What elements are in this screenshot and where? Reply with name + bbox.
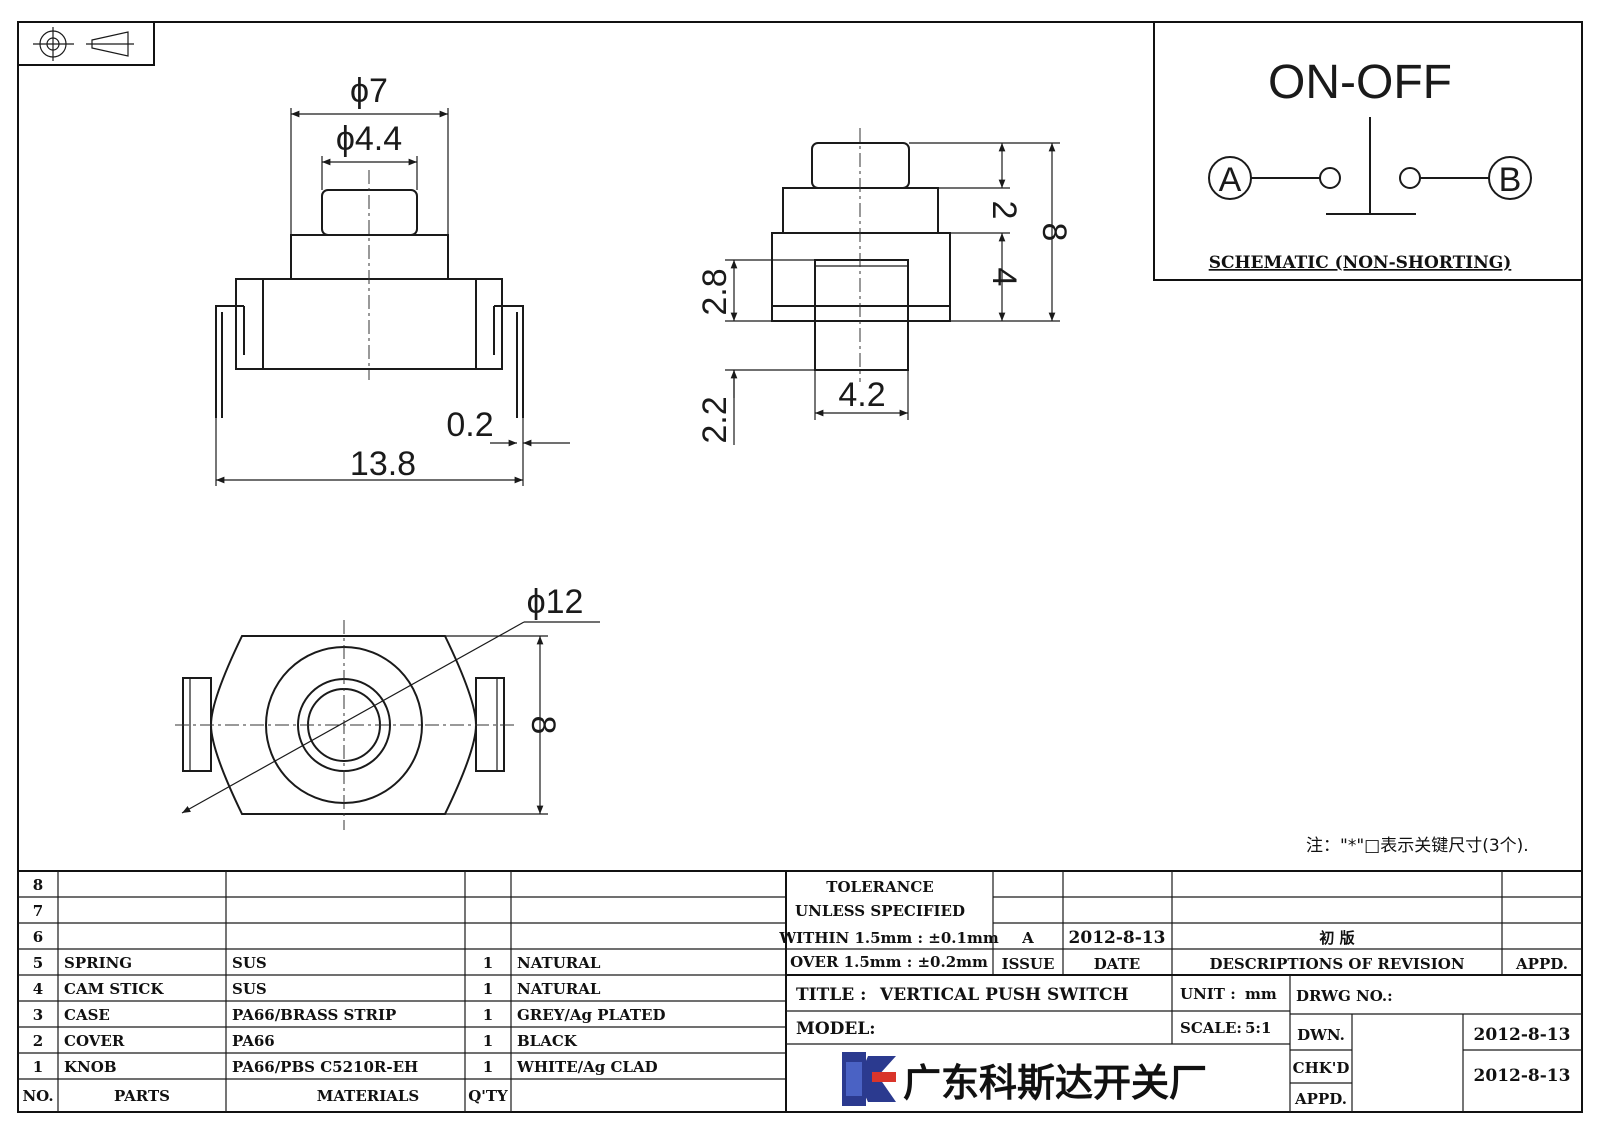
side-dim-4-2: 4.2 xyxy=(838,376,885,414)
side-dim-2-8: 2.8 xyxy=(696,268,734,315)
company-logo-icon xyxy=(842,1052,896,1106)
parts-cell-part: KNOB xyxy=(64,1058,117,1076)
table-row: 4 CAM STICK SUS 1 NATURAL xyxy=(33,980,601,998)
scale-value: 5:1 xyxy=(1245,1019,1271,1037)
drawing-title: VERTICAL PUSH SWITCH xyxy=(879,985,1129,1005)
front-dim-outer-dia: ϕ7 xyxy=(350,72,388,110)
parts-cell-material: PA66/PBS C5210R-EH xyxy=(232,1058,418,1076)
table-row: 1 KNOB PA66/PBS C5210R-EH 1 WHITE/Ag CLAD xyxy=(33,1058,658,1076)
parts-cell-no: 6 xyxy=(33,928,43,946)
schematic-caption: SCHEMATIC (NON-SHORTING) xyxy=(1209,253,1512,273)
model-label: MODEL: xyxy=(796,1019,876,1039)
parts-cell-qty: 1 xyxy=(483,980,493,998)
parts-cell-qty: 1 xyxy=(483,954,493,972)
tolerance-line-3: WITHIN 1.5mm : ±0.1mm xyxy=(778,929,999,947)
title-label: TITLE : xyxy=(796,985,866,1005)
chkd-label: CHK'D xyxy=(1293,1059,1350,1077)
unit-label: UNIT : xyxy=(1180,985,1236,1003)
projection-symbol-icon xyxy=(17,21,155,66)
parts-header-qty: Q'TY xyxy=(468,1087,508,1105)
table-row: 5 SPRING SUS 1 NATURAL xyxy=(33,954,601,972)
parts-cell-no: 3 xyxy=(33,1006,43,1024)
table-row: 2 COVER PA66 1 BLACK xyxy=(33,1032,578,1050)
parts-cell-no: 2 xyxy=(33,1032,43,1050)
parts-header-no: NO. xyxy=(22,1087,53,1105)
parts-cell-finish: BLACK xyxy=(517,1032,578,1050)
front-dim-pin: 0.2 xyxy=(446,406,493,444)
revision-desc-header: DESCRIPTIONS OF REVISION xyxy=(1209,955,1464,973)
tolerance-line-4: OVER 1.5mm : ±0.2mm xyxy=(790,953,988,971)
parts-cell-qty: 1 xyxy=(483,1006,493,1024)
parts-cell-material: SUS xyxy=(232,980,267,998)
parts-cell-part: CASE xyxy=(64,1006,110,1024)
parts-cell-no: 4 xyxy=(33,980,43,998)
parts-cell-material: PA66 xyxy=(232,1032,275,1050)
appd-label: APPD. xyxy=(1294,1090,1347,1108)
tolerance-line-2: UNLESS SPECIFIED xyxy=(795,902,965,920)
parts-cell-part: COVER xyxy=(64,1032,125,1050)
parts-cell-no: 5 xyxy=(33,954,43,972)
drwg-no-label: DRWG NO.: xyxy=(1296,987,1393,1005)
revision-description: 初 版 xyxy=(1319,929,1354,947)
terminal-b-label: B xyxy=(1499,161,1522,199)
dwn-date: 2012-8-13 xyxy=(1474,1025,1571,1045)
side-dim-8: 8 xyxy=(1035,223,1073,242)
scale-label: SCALE: xyxy=(1180,1019,1242,1037)
parts-cell-qty: 1 xyxy=(483,1058,493,1076)
title-block: TITLE : VERTICAL PUSH SWITCH UNIT : mm D… xyxy=(786,975,1582,1112)
side-view: 2 4 8 2.8 2.2 4.2 xyxy=(696,128,1073,445)
parts-cell-material: SUS xyxy=(232,954,267,972)
front-dim-width: 13.8 xyxy=(350,445,416,483)
side-dim-4: 4 xyxy=(985,268,1023,287)
parts-cell-no: 1 xyxy=(33,1058,43,1076)
schematic-box: ON-OFF A B SCHEMATIC (NON-SHORTING) xyxy=(1153,22,1582,281)
top-view: ϕ12 8 xyxy=(175,583,600,830)
unit-value: mm xyxy=(1245,985,1277,1003)
parts-cell-part: CAM STICK xyxy=(64,980,164,998)
parts-header-materials: MATERIALS xyxy=(317,1087,420,1105)
table-row: 6 xyxy=(33,928,43,946)
dwn-label: DWN. xyxy=(1297,1026,1345,1044)
parts-cell-finish: WHITE/Ag CLAD xyxy=(516,1058,658,1076)
parts-header-parts: PARTS xyxy=(114,1087,170,1105)
side-dim-2: 2 xyxy=(985,201,1023,220)
tolerance-revision-block: TOLERANCE UNLESS SPECIFIED WITHIN 1.5mm … xyxy=(778,871,1582,976)
terminal-a-label: A xyxy=(1219,161,1242,199)
parts-cell-finish: GREY/Ag PLATED xyxy=(517,1006,666,1024)
table-row: 3 CASE PA66/BRASS STRIP 1 GREY/Ag PLATED xyxy=(33,1006,666,1024)
parts-cell-part: SPRING xyxy=(64,954,132,972)
parts-cell-qty: 1 xyxy=(483,1032,493,1050)
table-row: 8 xyxy=(33,876,43,894)
terminal-b-icon xyxy=(1488,156,1532,200)
front-view: ϕ7 ϕ4.4 13.8 0.2 xyxy=(215,72,570,486)
revision-issue-header: ISSUE xyxy=(1002,955,1055,973)
top-dim-dia: ϕ12 xyxy=(527,583,584,621)
parts-cell-finish: NATURAL xyxy=(517,954,601,972)
revision-date: 2012-8-13 xyxy=(1069,928,1166,948)
drawing-frame xyxy=(17,21,1583,1113)
parts-cell-material: PA66/BRASS STRIP xyxy=(232,1006,396,1024)
revision-appd-header: APPD. xyxy=(1515,955,1568,973)
top-dim-8: 8 xyxy=(524,716,562,735)
parts-cell-no: 8 xyxy=(33,876,43,894)
side-dim-2-2: 2.2 xyxy=(696,396,734,443)
key-dimension-note: 注："*"□表示关键尺寸(3个). xyxy=(1306,836,1529,856)
chkd-date: 2012-8-13 xyxy=(1474,1066,1571,1086)
revision-issue: A xyxy=(1021,929,1034,947)
parts-cell-finish: NATURAL xyxy=(517,980,601,998)
schematic-title: ON-OFF xyxy=(1268,56,1452,109)
table-row: 7 xyxy=(33,902,43,920)
parts-cell-no: 7 xyxy=(33,902,43,920)
revision-date-header: DATE xyxy=(1094,955,1140,973)
tolerance-line-1: TOLERANCE xyxy=(826,878,933,896)
company-name: 广东科斯达开关厂 xyxy=(903,1061,1207,1105)
front-dim-inner-dia: ϕ4.4 xyxy=(336,120,402,158)
